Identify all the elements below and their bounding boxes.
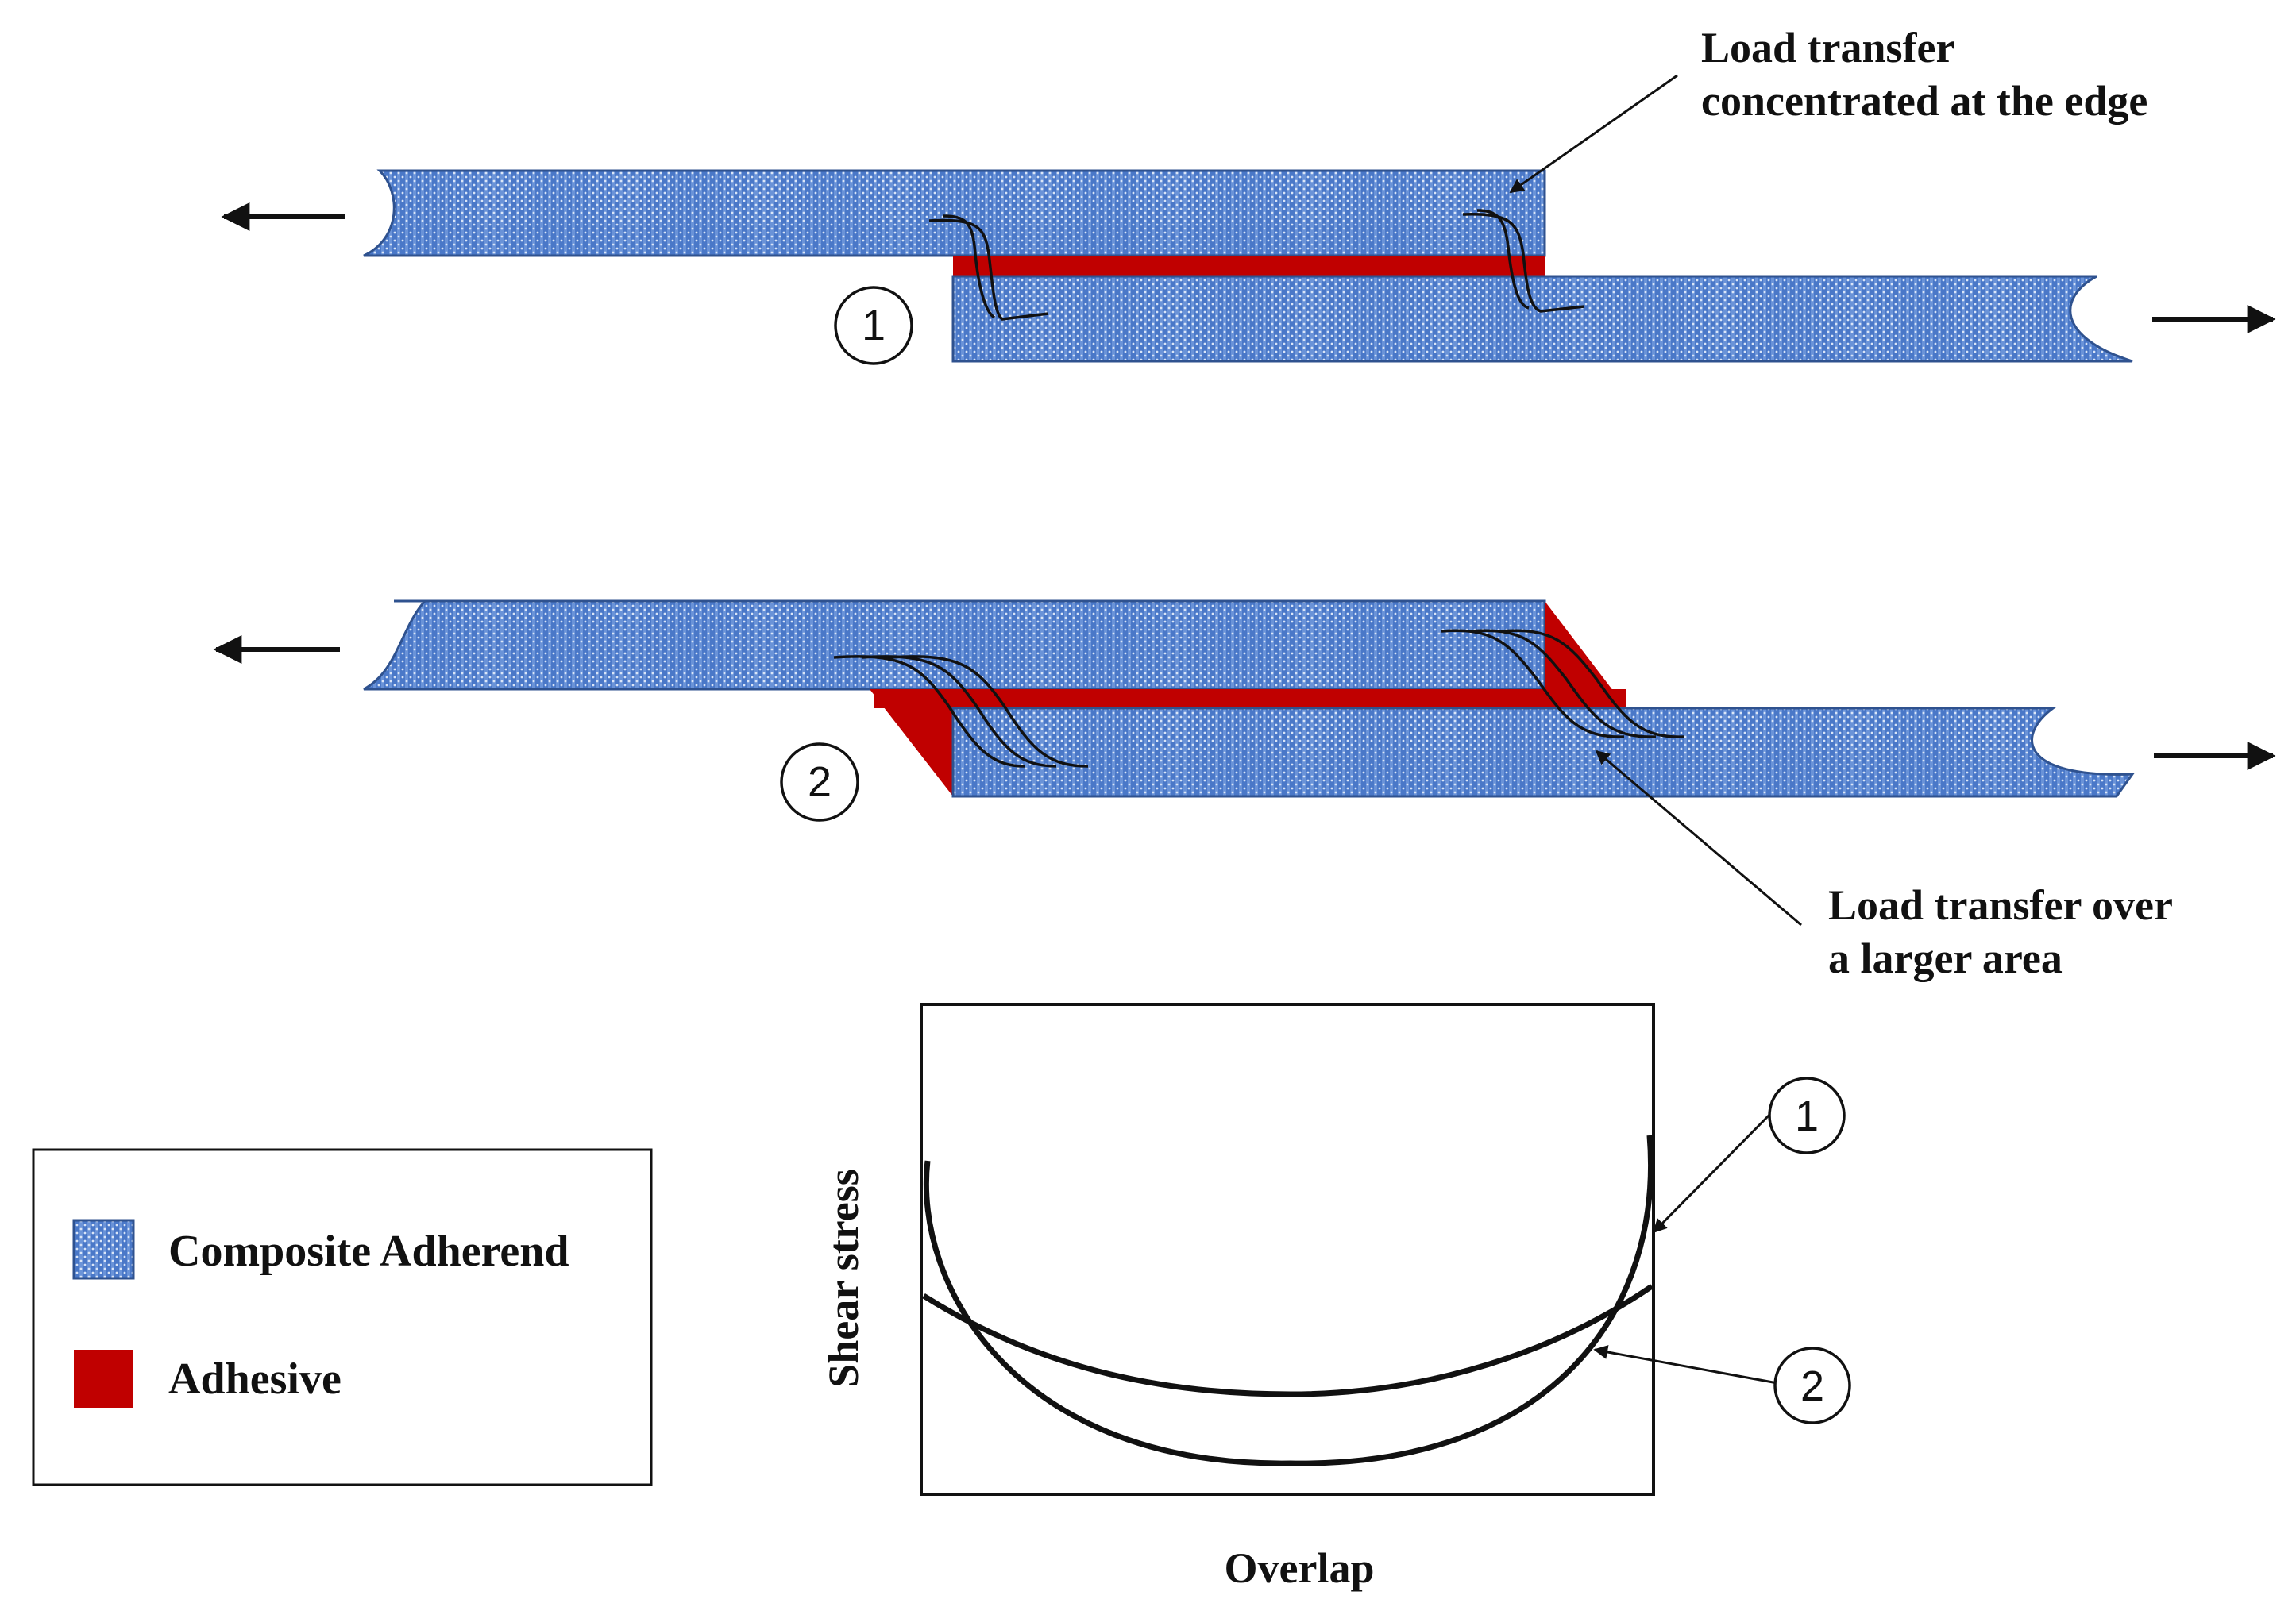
curve-1-leader <box>1652 1112 1773 1234</box>
joint-1: 1 Load transfer concentrated at the edge <box>221 24 2276 365</box>
curve-2 <box>922 1284 1654 1397</box>
joint2-lower-adherend <box>951 707 2135 798</box>
legend: Composite Adherend Adhesive <box>32 1148 653 1486</box>
plot-frame <box>920 1003 1655 1496</box>
joint2-marker: 2 <box>780 742 859 822</box>
joint1-marker: 1 <box>834 286 913 365</box>
joint1-lower-adherend <box>951 275 2133 363</box>
joint1-upper-adherend <box>363 169 1546 257</box>
callout-edge-line2: concentrated at the edge <box>1701 77 2147 125</box>
curve-2-leader <box>1593 1345 1778 1385</box>
legend-label-adhesive: Adhesive <box>168 1355 342 1404</box>
legend-box <box>32 1148 653 1486</box>
joint2-upper-adherend <box>363 599 1546 691</box>
shear-stress-plot: 1 2 Shear stress Overlap <box>820 1003 1851 1592</box>
joint2-callout-leader <box>1595 750 1802 927</box>
legend-swatch-adhesive <box>74 1350 133 1408</box>
svg-text:2: 2 <box>1800 1362 1824 1410</box>
callout-edge-line1: Load transfer <box>1701 24 1954 71</box>
curve-2-label: 2 <box>1773 1347 1851 1424</box>
joint2-load-curves <box>833 629 1684 768</box>
svg-text:1: 1 <box>862 302 886 349</box>
joint2-adhesive <box>874 689 1626 708</box>
svg-text:1: 1 <box>1795 1093 1819 1140</box>
y-axis-label: Shear stress <box>820 1169 867 1388</box>
callout-area-line1: Load transfer over <box>1828 881 2173 929</box>
legend-label-adherend: Composite Adherend <box>168 1227 569 1276</box>
joint1-adhesive <box>953 256 1545 276</box>
joint1-load-curves <box>928 209 1585 321</box>
curve-1 <box>923 1135 1654 1466</box>
joint2-right-fillet <box>1545 601 1626 708</box>
svg-text:2: 2 <box>808 758 832 806</box>
curve-1-label: 1 <box>1768 1077 1846 1154</box>
joint1-callout-leader <box>1509 74 1678 194</box>
x-axis-label: Overlap <box>1225 1544 1375 1592</box>
joint-2: 2 Load transfer over a larger area <box>213 599 2276 982</box>
callout-area-line2: a larger area <box>1828 935 2063 982</box>
joint2-left-fillet <box>870 689 953 796</box>
legend-swatch-adherend <box>72 1219 135 1280</box>
